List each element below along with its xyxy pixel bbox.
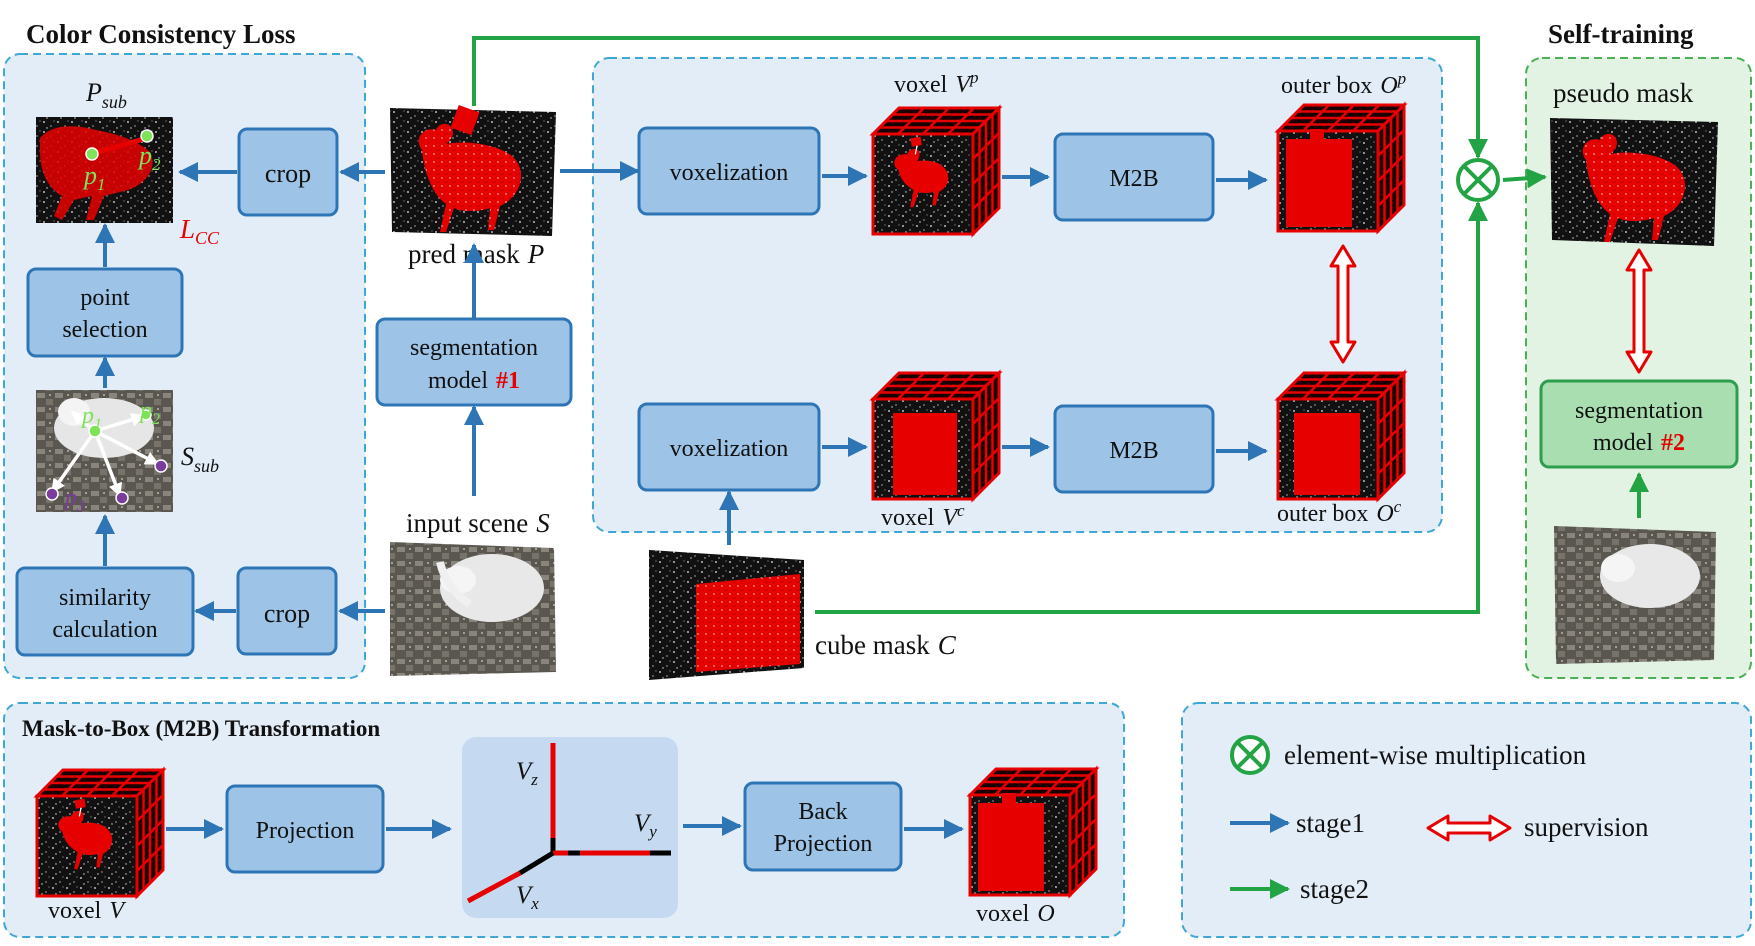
p-sub-image xyxy=(36,117,173,223)
m2b-box-top[interactable]: M2B xyxy=(1053,132,1215,222)
legend-supervision-label: supervision xyxy=(1524,812,1649,842)
p2-label-top: p2 xyxy=(137,141,161,174)
voxel-vp-cube xyxy=(871,106,1001,236)
vx-label: Vx xyxy=(516,882,539,913)
l-cc-label: LCC xyxy=(179,214,220,248)
p3-label: p3 xyxy=(63,485,85,515)
input-scene-image xyxy=(390,542,556,676)
s-sub-label: Ssub xyxy=(181,442,219,476)
similarity-calculation-box[interactable]: similarity calculation xyxy=(15,566,195,657)
legend-multiplication-label: element-wise multiplication xyxy=(1284,740,1587,770)
m2b-title: Mask-to-Box (M2B) Transformation xyxy=(22,716,380,741)
legend-multiply-icon xyxy=(1230,735,1270,775)
cube-mask-image xyxy=(649,550,804,680)
stage2-cube-mask-line xyxy=(815,201,1488,614)
m2b-label-top: M2B xyxy=(1109,166,1158,192)
legend-stage2-label: stage2 xyxy=(1300,874,1369,904)
projection-axes-plot xyxy=(462,737,678,918)
p1-label-mid: p1 xyxy=(80,403,102,433)
projection-label: Projection xyxy=(256,818,355,844)
voxelization-box-top[interactable]: voxelization xyxy=(637,126,821,216)
supervision-arrow-outer-box xyxy=(1329,244,1357,364)
crop-label-top: crop xyxy=(265,159,311,188)
voxel-v-cube xyxy=(35,768,165,898)
crop-label-bottom: crop xyxy=(264,599,310,628)
similarity-label-2: calculation xyxy=(52,617,157,643)
to-pseudo-mask-arrow xyxy=(1502,168,1547,189)
outer-box-op-cube xyxy=(1276,103,1406,233)
p2-label-mid: p2 xyxy=(138,398,160,428)
point-selection-label-2: selection xyxy=(62,317,147,343)
point-selection-label-1: point xyxy=(80,285,130,311)
segmentation-model-2-box[interactable]: segmentation model#2 xyxy=(1539,379,1739,469)
pseudo-mask-image xyxy=(1550,118,1718,246)
projection-box[interactable]: Projection xyxy=(225,784,385,874)
segmentation-model-1-box[interactable]: segmentation model#1 xyxy=(375,317,573,407)
vz-label: Vz xyxy=(516,758,538,789)
color-consistency-title: Color Consistency Loss xyxy=(26,19,296,49)
vy-label: Vy xyxy=(634,810,657,841)
p1-label-top: p1 xyxy=(82,161,106,194)
seg1-label-2: model#1 xyxy=(428,368,520,394)
legend-supervision-arrow xyxy=(1426,814,1512,842)
voxel-o-cube xyxy=(968,767,1098,897)
pred-mask-image xyxy=(390,104,556,236)
stage2-pred-mask-line xyxy=(472,36,1488,159)
m2b-box-bottom[interactable]: M2B xyxy=(1053,404,1215,494)
self-training-input-image xyxy=(1554,526,1716,664)
m2b-label-bottom: M2B xyxy=(1109,438,1158,464)
back-projection-label-1: Back xyxy=(798,799,847,825)
supervision-arrow-self-training xyxy=(1625,248,1653,374)
multiply-icon xyxy=(1456,158,1500,202)
crop-button-top[interactable]: crop xyxy=(237,127,339,217)
pseudo-mask-label: pseudo mask xyxy=(1553,78,1694,108)
seg1-label-1: segmentation xyxy=(410,335,538,361)
point-selection-box[interactable]: point selection xyxy=(26,267,184,358)
legend-panel xyxy=(1181,702,1752,938)
crop-button-bottom[interactable]: crop xyxy=(236,566,338,656)
voxelization-label-bottom: voxelization xyxy=(670,436,789,462)
back-projection-box[interactable]: Back Projection xyxy=(743,781,903,872)
voxelization-label-top: voxelization xyxy=(670,160,789,186)
p-sub-label: Psub xyxy=(85,78,127,112)
outer-box-oc-cube xyxy=(1276,371,1406,501)
legend-stage1-label: stage1 xyxy=(1296,808,1365,838)
seg2-label-2: model#2 xyxy=(1593,430,1685,456)
s-sub-image xyxy=(36,390,173,512)
self-training-title: Self-training xyxy=(1548,19,1694,49)
voxelization-box-bottom[interactable]: voxelization xyxy=(637,402,821,492)
back-projection-label-2: Projection xyxy=(774,831,873,857)
voxel-vc-cube xyxy=(871,371,1001,501)
similarity-label-1: similarity xyxy=(59,585,151,611)
seg2-label-1: segmentation xyxy=(1575,398,1703,424)
